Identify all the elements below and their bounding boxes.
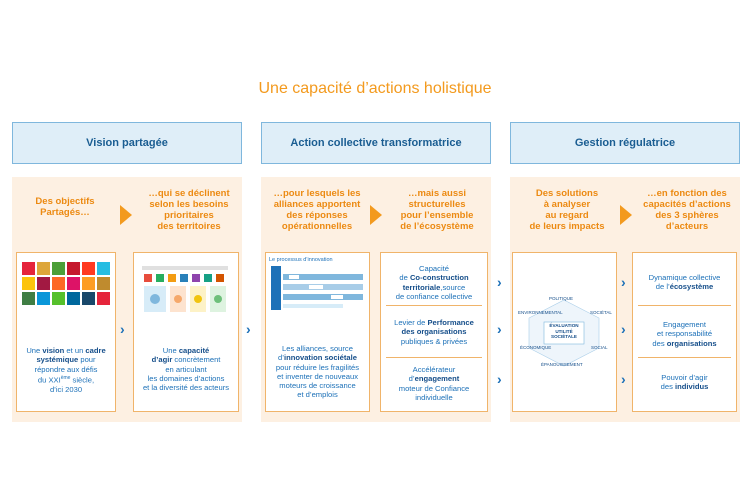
sdg-tile <box>52 262 65 275</box>
box-spheres <box>632 252 737 412</box>
label-politique: POLITIQUE <box>549 296 574 301</box>
text-engagement: Accélérateur d’engagement moteur de Conf… <box>398 365 470 402</box>
sdg-tile <box>37 292 50 305</box>
header-gestion-regulatrice: Gestion régulatrice <box>510 122 740 164</box>
sdg-tile <box>97 277 110 290</box>
chevron-right-icon: › <box>497 321 502 337</box>
text-organisations: Engagement et responsabilité des organis… <box>652 320 717 348</box>
header-vision-partagee: Vision partagée <box>12 122 242 164</box>
label-epanouissement: ÉPANOUISSEMENT <box>541 362 583 367</box>
sdg-tile <box>82 262 95 275</box>
sdg-tile <box>82 292 95 305</box>
divider <box>386 305 482 306</box>
text-ecosysteme: Dynamique collective de l’écosystème <box>648 273 721 292</box>
sdg-tile <box>37 262 50 275</box>
header-action-collective: Action collective transformatrice <box>261 122 491 164</box>
sdg-tile <box>52 277 65 290</box>
matrix-image <box>140 262 230 316</box>
innovation-process-image <box>269 256 367 320</box>
chevron-right-icon: › <box>621 321 626 337</box>
text-individus: Pouvoir d’agir des individus <box>660 373 709 392</box>
label-societal: SOCIÉTAL <box>590 310 612 315</box>
sdg-goals-image <box>22 262 112 318</box>
process-label: Le processus d’innovation <box>269 257 333 263</box>
sdg-tile <box>82 277 95 290</box>
sdg-tile <box>67 277 80 290</box>
divider <box>638 305 731 306</box>
label-social: SOCIAL <box>591 345 608 350</box>
chevron-right-icon: › <box>621 371 626 387</box>
text-co-construction: Capacité de Co-construction territoriale… <box>395 264 473 301</box>
chevron-right-icon <box>120 205 132 225</box>
sdg-tile <box>22 262 35 275</box>
label-environnemental: ENVIRONNEMENTAL <box>518 310 563 315</box>
text-capacite: Une capacité d’agir concrètement en arti… <box>142 346 230 393</box>
sdg-tile <box>67 262 80 275</box>
sdg-tile <box>22 277 35 290</box>
page-title: Une capacité d’actions holistique <box>258 80 492 97</box>
text-performance: Levier de Performance des organisations … <box>394 318 474 346</box>
chevron-right-icon: › <box>497 274 502 290</box>
sdg-tile <box>97 292 110 305</box>
sdg-tile <box>97 262 110 275</box>
text-vision: Une vision et un cadre systémique pour r… <box>26 346 106 394</box>
divider <box>638 357 731 358</box>
chevron-right-icon: › <box>621 274 626 290</box>
chevron-right-icon: › <box>497 371 502 387</box>
chevron-right-icon: › <box>246 321 251 337</box>
sdg-tile <box>22 292 35 305</box>
sdg-tile <box>52 292 65 305</box>
label-economique: ÉCONOMIQUE <box>520 345 552 350</box>
sdg-tile <box>67 292 80 305</box>
chevron-right-icon <box>620 205 632 225</box>
text-alliances: Les alliances, source d’innovation socié… <box>275 344 360 400</box>
chevron-right-icon <box>370 205 382 225</box>
chevron-right-icon: › <box>120 321 125 337</box>
divider <box>386 357 482 358</box>
box-structurelles <box>380 252 488 412</box>
sdg-tile <box>37 277 50 290</box>
evaluation-diagram <box>528 299 600 367</box>
